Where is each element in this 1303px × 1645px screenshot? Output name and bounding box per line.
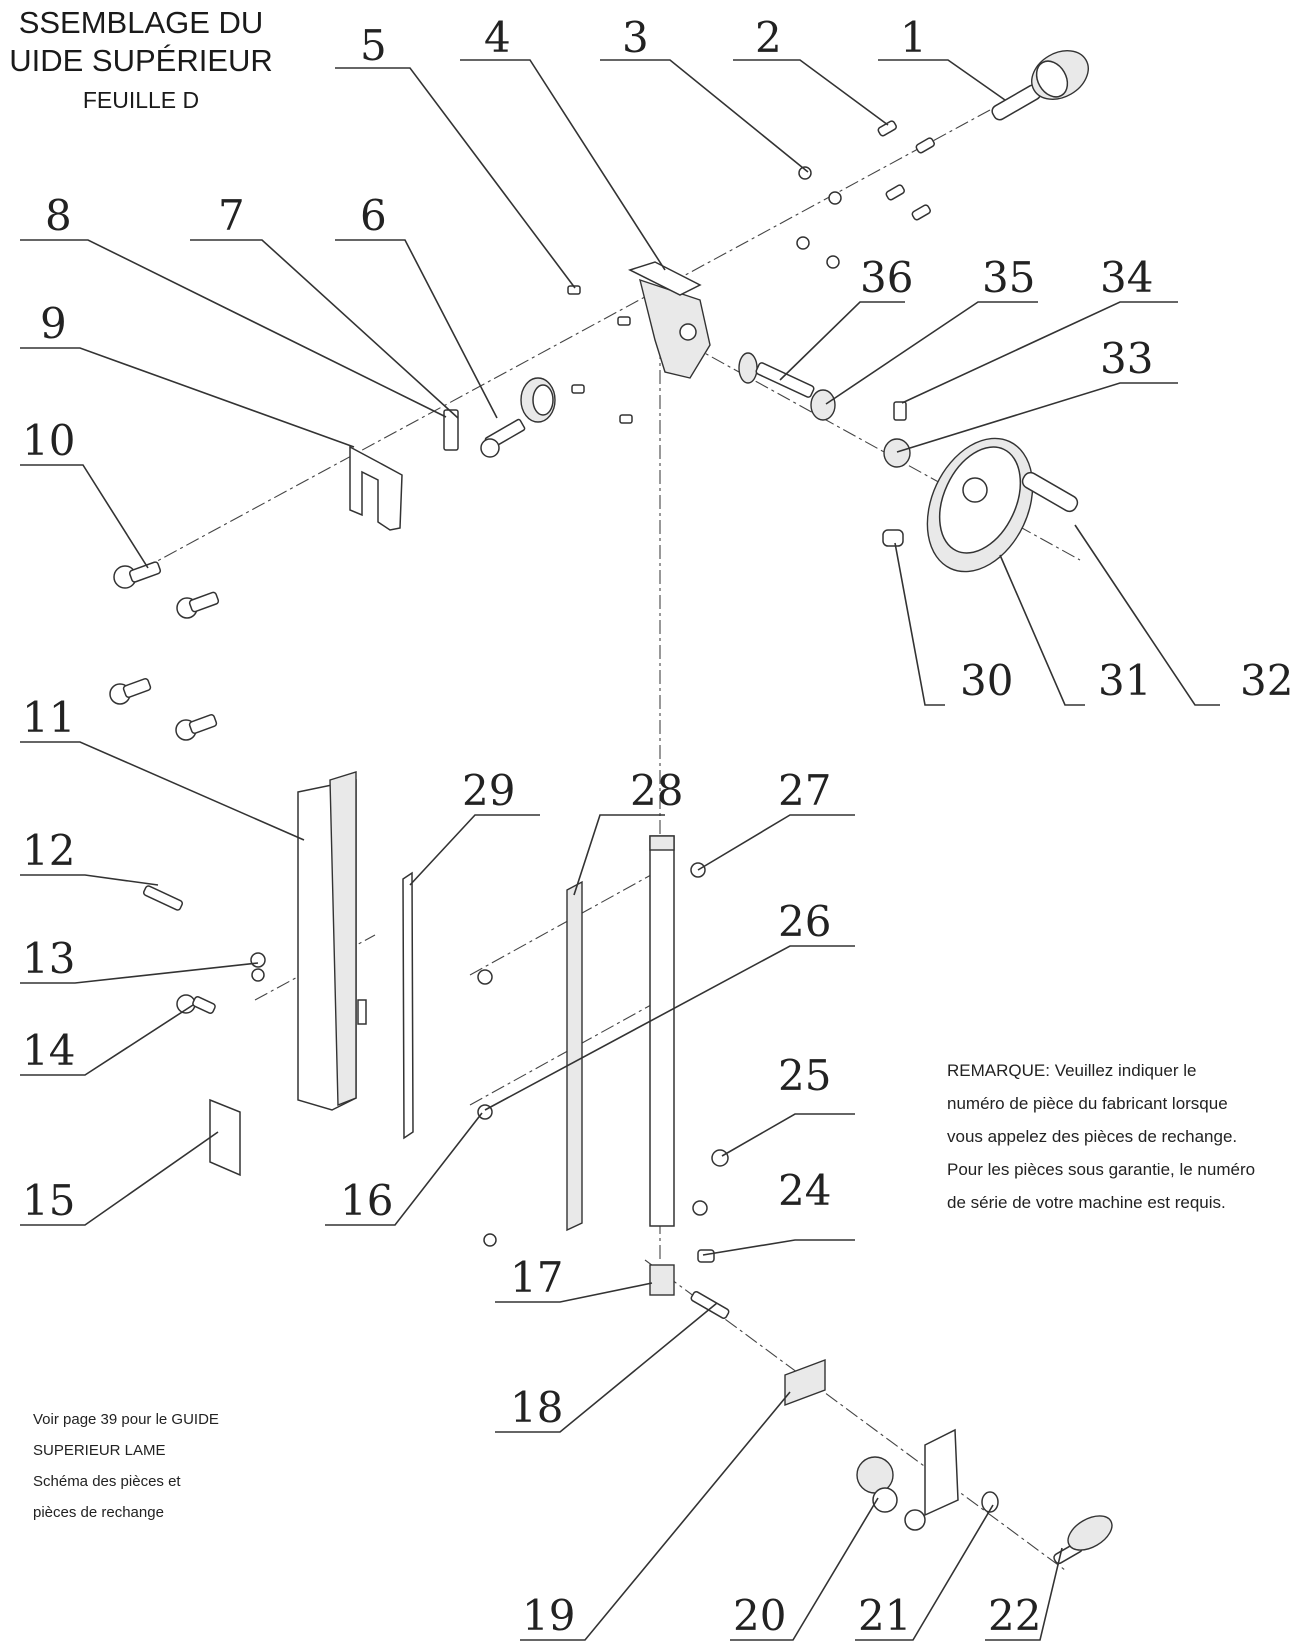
callout-27: 27	[778, 766, 831, 815]
callout-8: 8	[45, 191, 72, 240]
note-line-3: vous appelez des pièces de rechange.	[947, 1127, 1238, 1146]
part-guide-assembly-20	[856, 1428, 959, 1531]
callout-numbers: 1 2 3 4 5 6 7 8 9 10 11 12 13 14 15 16 1…	[22, 13, 1293, 1640]
part-plate-15	[209, 1098, 241, 1177]
leader-lines	[20, 59, 1220, 1641]
callout-31: 31	[1098, 656, 1151, 705]
part-small-screws-vertical	[477, 862, 729, 1247]
note-text-1: Veuillez indiquer le	[1049, 1061, 1197, 1080]
note-line-5: de série de votre machine est requis.	[947, 1193, 1226, 1212]
callout-35: 35	[982, 253, 1035, 302]
part-block-17	[649, 1249, 715, 1296]
callout-26: 26	[778, 897, 831, 946]
callout-22: 22	[988, 1591, 1041, 1640]
callout-13: 13	[22, 934, 75, 983]
ref-line-3: Schéma des pièces et	[33, 1473, 181, 1490]
title-line-2: UIDE SUPÉRIEUR	[9, 43, 273, 78]
ref-line-2: SUPERIEUR LAME	[33, 1442, 166, 1459]
note-label: REMARQUE:	[947, 1061, 1050, 1080]
part-washer-21	[981, 1491, 999, 1513]
callout-30: 30	[960, 656, 1013, 705]
page-reference-note: Voir page 39 pour le GUIDE SUPERIEUR LAM…	[33, 1404, 293, 1528]
part-screws-top	[796, 120, 935, 269]
callout-28: 28	[630, 766, 683, 815]
callout-34: 34	[1100, 253, 1153, 302]
ref-line-1: Voir page 39 pour le GUIDE	[33, 1411, 219, 1428]
part-small-pins	[567, 285, 633, 424]
part-channel-11	[297, 771, 367, 1111]
callout-24: 24	[778, 1166, 831, 1215]
part-plate-9	[349, 445, 403, 531]
callout-18: 18	[510, 1383, 563, 1432]
callout-15: 15	[22, 1176, 75, 1225]
callout-21: 21	[858, 1591, 911, 1640]
part-rod-18	[690, 1291, 730, 1319]
callout-29: 29	[462, 766, 515, 815]
part-bolt-7	[480, 418, 526, 458]
callout-17: 17	[510, 1253, 563, 1302]
callout-33: 33	[1100, 334, 1153, 383]
note-line-4: Pour les pièces sous garantie, le numéro	[947, 1160, 1256, 1179]
note-line-1: REMARQUE: Veuillez indiquer le	[947, 1054, 1297, 1087]
replacement-parts-note: REMARQUE: Veuillez indiquer le numéro de…	[947, 1054, 1297, 1219]
part-knob	[991, 50, 1089, 121]
note-line-2: numéro de pièce du fabricant lorsque	[947, 1094, 1228, 1113]
part-collar-33	[883, 401, 911, 468]
callout-19: 19	[522, 1591, 575, 1640]
title-block: SSEMBLAGE DU UIDE SUPÉRIEUR FEUILLE D	[0, 4, 286, 120]
callout-14: 14	[22, 1026, 75, 1075]
ref-line-4: pièces de rechange	[33, 1504, 164, 1521]
callout-4: 4	[484, 13, 511, 62]
part-post-28	[649, 835, 675, 1227]
part-cap-screws	[109, 561, 220, 741]
callout-6: 6	[360, 191, 387, 240]
callout-10: 10	[22, 416, 75, 465]
callout-36: 36	[860, 253, 913, 302]
callout-5: 5	[360, 21, 387, 70]
callout-3: 3	[622, 13, 649, 62]
part-key	[443, 409, 459, 451]
part-knob-22	[1053, 1515, 1113, 1565]
callout-12: 12	[22, 826, 75, 875]
sheet-label: FEUILLE D	[82, 87, 200, 113]
callout-16: 16	[340, 1176, 393, 1225]
callout-7: 7	[218, 191, 245, 240]
part-shaft-36	[738, 352, 836, 421]
callout-25: 25	[778, 1051, 831, 1100]
callout-2: 2	[755, 13, 782, 62]
part-gear	[520, 377, 556, 423]
part-block-19	[784, 1358, 826, 1407]
callout-11: 11	[22, 693, 75, 742]
callout-9: 9	[40, 299, 67, 348]
part-rack-28	[566, 880, 583, 1232]
callout-20: 20	[733, 1591, 786, 1640]
part-bolts-12-13-14	[142, 885, 266, 1014]
callout-1: 1	[900, 13, 927, 62]
part-scale-29	[402, 871, 414, 1140]
callout-32: 32	[1240, 656, 1293, 705]
part-handwheel	[882, 437, 1079, 573]
title-line-1: SSEMBLAGE DU	[18, 5, 264, 40]
assembly-axes	[149, 109, 1081, 1571]
part-bracket-block	[628, 261, 711, 379]
